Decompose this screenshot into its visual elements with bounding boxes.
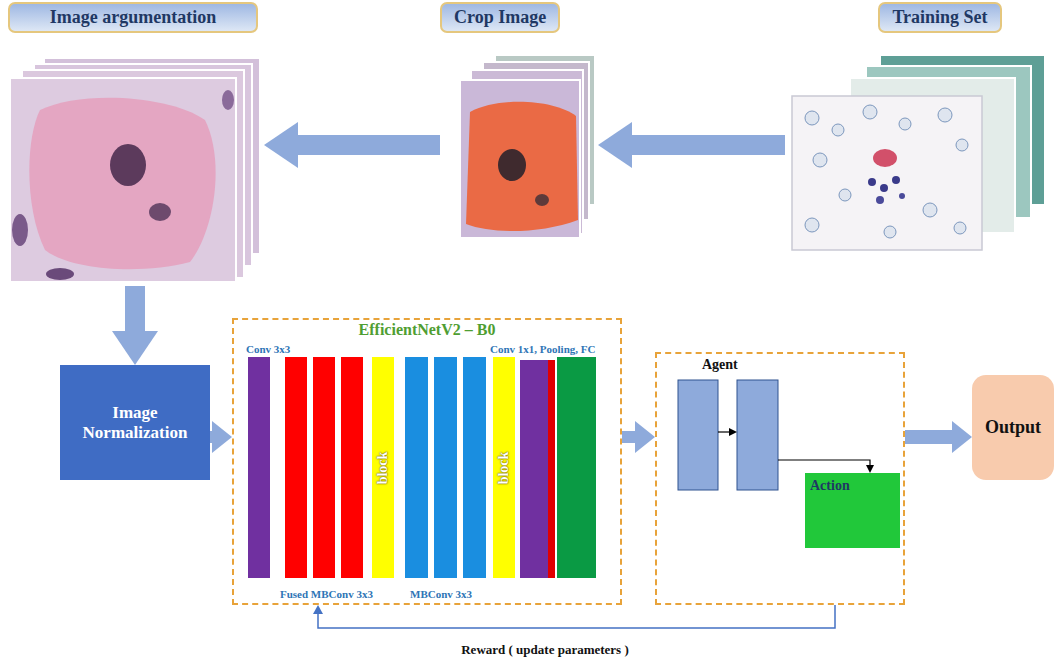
conv-layer [520,360,548,578]
cell-spot [149,203,171,221]
block-layer: block [372,357,394,578]
agent-group: AgentAction [655,352,905,605]
fused-mbconv-layer [313,357,335,578]
block-arrow [632,135,785,155]
mbconv-layer [434,357,457,578]
layer-name: Fused MBConv 3x3 [280,588,373,600]
block-arrow [125,286,145,331]
cell-spot [12,214,28,246]
cell [884,226,896,238]
cell-body [466,102,578,231]
cell [938,108,952,122]
conv-layer [248,357,270,578]
cell-spot [46,268,74,280]
edge-label: Reward ( update parameters ) [459,642,631,657]
block-arrow [622,431,635,443]
block-arrow [298,135,440,155]
cell-body [29,98,215,270]
cell [813,153,827,167]
label-holder: Conv 1x1, Pooling, FC [490,339,595,357]
panel-heading: Image argumentation [8,2,258,33]
panel-heading: Crop Image [440,2,560,33]
label-holder: Fused MBConv 3x3 [280,584,373,602]
block-layer: block [493,357,515,578]
mbconv-layer [405,357,428,578]
cell-nucleus [498,149,526,181]
output-box: Output [972,375,1054,480]
fc-layer [557,357,596,578]
fused-mbconv-layer [285,357,307,578]
agent-arrow [718,431,729,432]
image-panel: Training Set [785,2,1050,254]
cell [880,184,888,192]
cell [923,203,937,217]
panel-heading: Training Set [878,2,1001,33]
cell-image [10,78,236,282]
layer-label: block [496,451,512,484]
cell-image [460,80,580,238]
box-label: Image Normalization [66,403,204,443]
cell [899,193,905,199]
cell [873,149,897,167]
process-box: Image Normalization [60,365,210,480]
block-arrow [210,431,212,443]
agent-layer [678,380,718,490]
cell [863,105,877,119]
block-arrow [905,430,952,444]
cell [954,222,966,234]
pooling-layer [548,360,555,578]
cell [956,139,968,151]
layer-label: block [375,451,391,484]
image-panel: Crop Image [440,2,598,240]
label-holder: Reward ( update parameters ) [459,640,631,658]
agent-arrow [778,460,870,465]
box-label: Action [810,478,850,494]
slide [792,96,982,250]
cell-nucleus [110,144,146,186]
cell [899,118,911,130]
mbconv-layer [463,357,486,578]
action-box: Action [805,473,900,548]
layer-name: MBConv 3x3 [410,588,472,600]
cell [805,218,819,232]
cell [876,196,884,204]
agent-layer [737,380,778,490]
layer-name: Conv 1x1, Pooling, FC [490,343,595,355]
label-holder: Conv 3x3 [246,339,290,357]
cell [805,111,819,125]
reward-line [318,605,835,628]
slide-cells [805,105,968,238]
box-label: Output [985,417,1041,438]
label-holder: MBConv 3x3 [410,584,472,602]
fused-mbconv-layer [341,357,363,578]
cell [892,176,900,184]
group-title: Agent [702,357,738,373]
cell-spot [222,90,234,110]
group-title: EfficientNetV2 – B0 [359,321,496,339]
layer-name: Conv 3x3 [246,343,290,355]
cell [839,189,851,201]
cell [868,178,876,186]
network-group: EfficientNetV2 – B0 block block [232,318,622,605]
cell [832,124,844,136]
cell-spot [535,194,549,206]
image-panel: Image argumentation [8,2,264,286]
